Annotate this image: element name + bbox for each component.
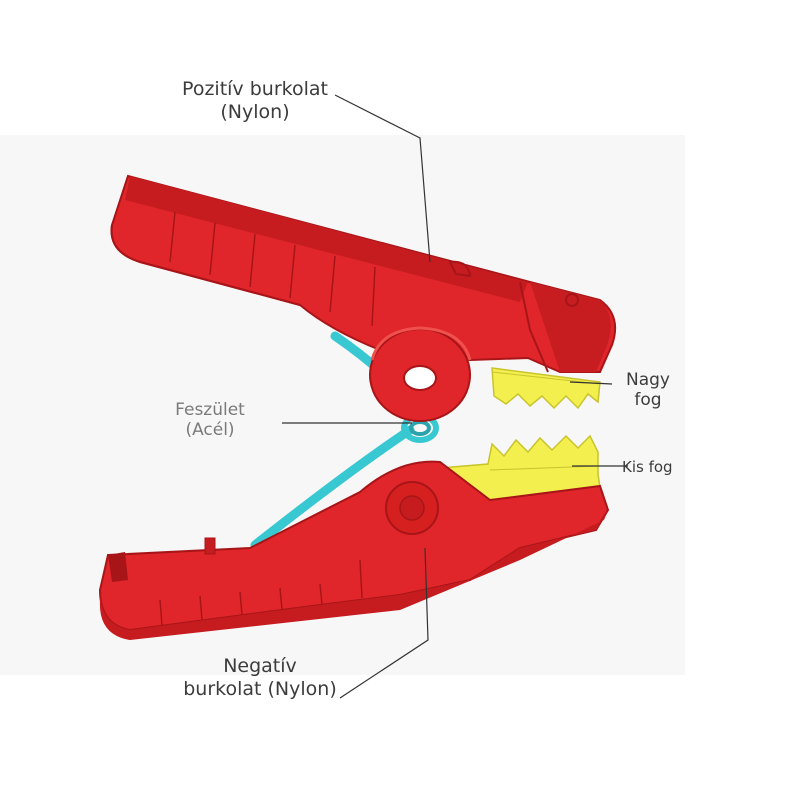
leader-lines [282, 94, 628, 699]
pivot-ring [369, 326, 472, 422]
negative-cover-arm [98, 460, 610, 640]
label-negative-cover-line1: Negatív [223, 655, 297, 677]
positive-cover-arm [110, 174, 616, 373]
label-large-tooth: Nagy fog [612, 370, 684, 411]
label-negative-cover-line2: burkolat (Nylon) [183, 677, 337, 700]
label-large-tooth-line1: Nagy [626, 370, 670, 390]
label-positive-cover-line1: Pozitív burkolat [182, 78, 328, 100]
label-negative-cover: Negatív burkolat (Nylon) [150, 655, 370, 701]
label-large-tooth-line2: fog [634, 390, 662, 411]
label-spring-line1: Feszület [175, 400, 245, 420]
label-positive-cover: Pozitív burkolat (Nylon) [160, 78, 350, 124]
label-spring: Feszület (Acél) [150, 400, 270, 441]
leader-negative-cover [339, 547, 429, 699]
leader-positive-cover [334, 94, 431, 263]
label-small-tooth-line1: Kis fog [622, 458, 673, 476]
label-spring-line2: (Acél) [185, 420, 235, 441]
label-small-tooth: Kis fog [622, 458, 692, 476]
label-positive-cover-line2: (Nylon) [220, 100, 290, 123]
leader-large-tooth [569, 381, 613, 385]
large-teeth [491, 367, 601, 410]
